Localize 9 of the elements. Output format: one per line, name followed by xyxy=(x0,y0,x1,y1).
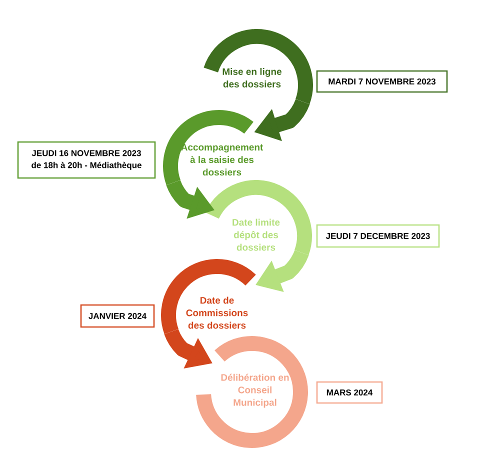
circular-arc: Mise en ligne des dossiers xyxy=(204,29,313,104)
date-box: JEUDI 16 NOVEMBRE 2023 de 18h à 20h - Médiathèque xyxy=(17,141,156,179)
circular-arc: Délibération en Conseil Municipal xyxy=(196,336,308,448)
circular-arc: Date de Commissions des dossiers xyxy=(161,259,256,334)
date-box: JANVIER 2024 xyxy=(80,304,155,328)
circular-arc: Date limite dépôt des dossiers xyxy=(205,180,312,255)
date-box: MARDI 7 NOVEMBRE 2023 xyxy=(316,70,448,93)
date-box: JEUDI 7 DECEMBRE 2023 xyxy=(316,224,440,248)
date-box: MARS 2024 xyxy=(316,381,383,404)
